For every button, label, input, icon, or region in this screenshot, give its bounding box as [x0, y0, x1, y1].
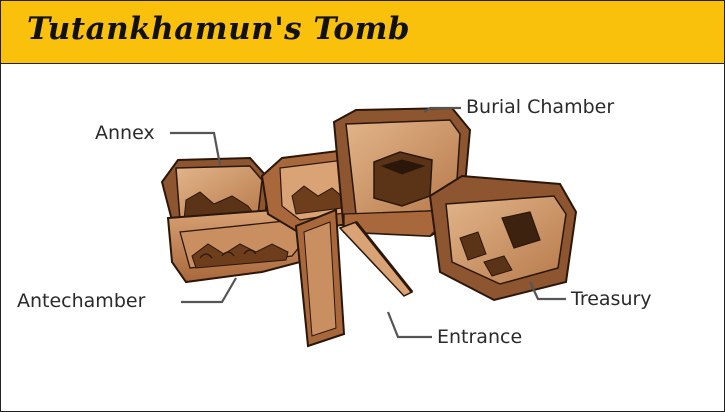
- label-entrance: Entrance: [437, 326, 522, 348]
- label-treasury: Treasury: [571, 288, 652, 310]
- label-annex: Annex: [95, 122, 155, 144]
- treasury-room: [430, 176, 576, 300]
- label-burial-chamber: Burial Chamber: [466, 96, 614, 118]
- label-antechamber: Antechamber: [17, 290, 145, 312]
- entrance-leader: [388, 312, 432, 337]
